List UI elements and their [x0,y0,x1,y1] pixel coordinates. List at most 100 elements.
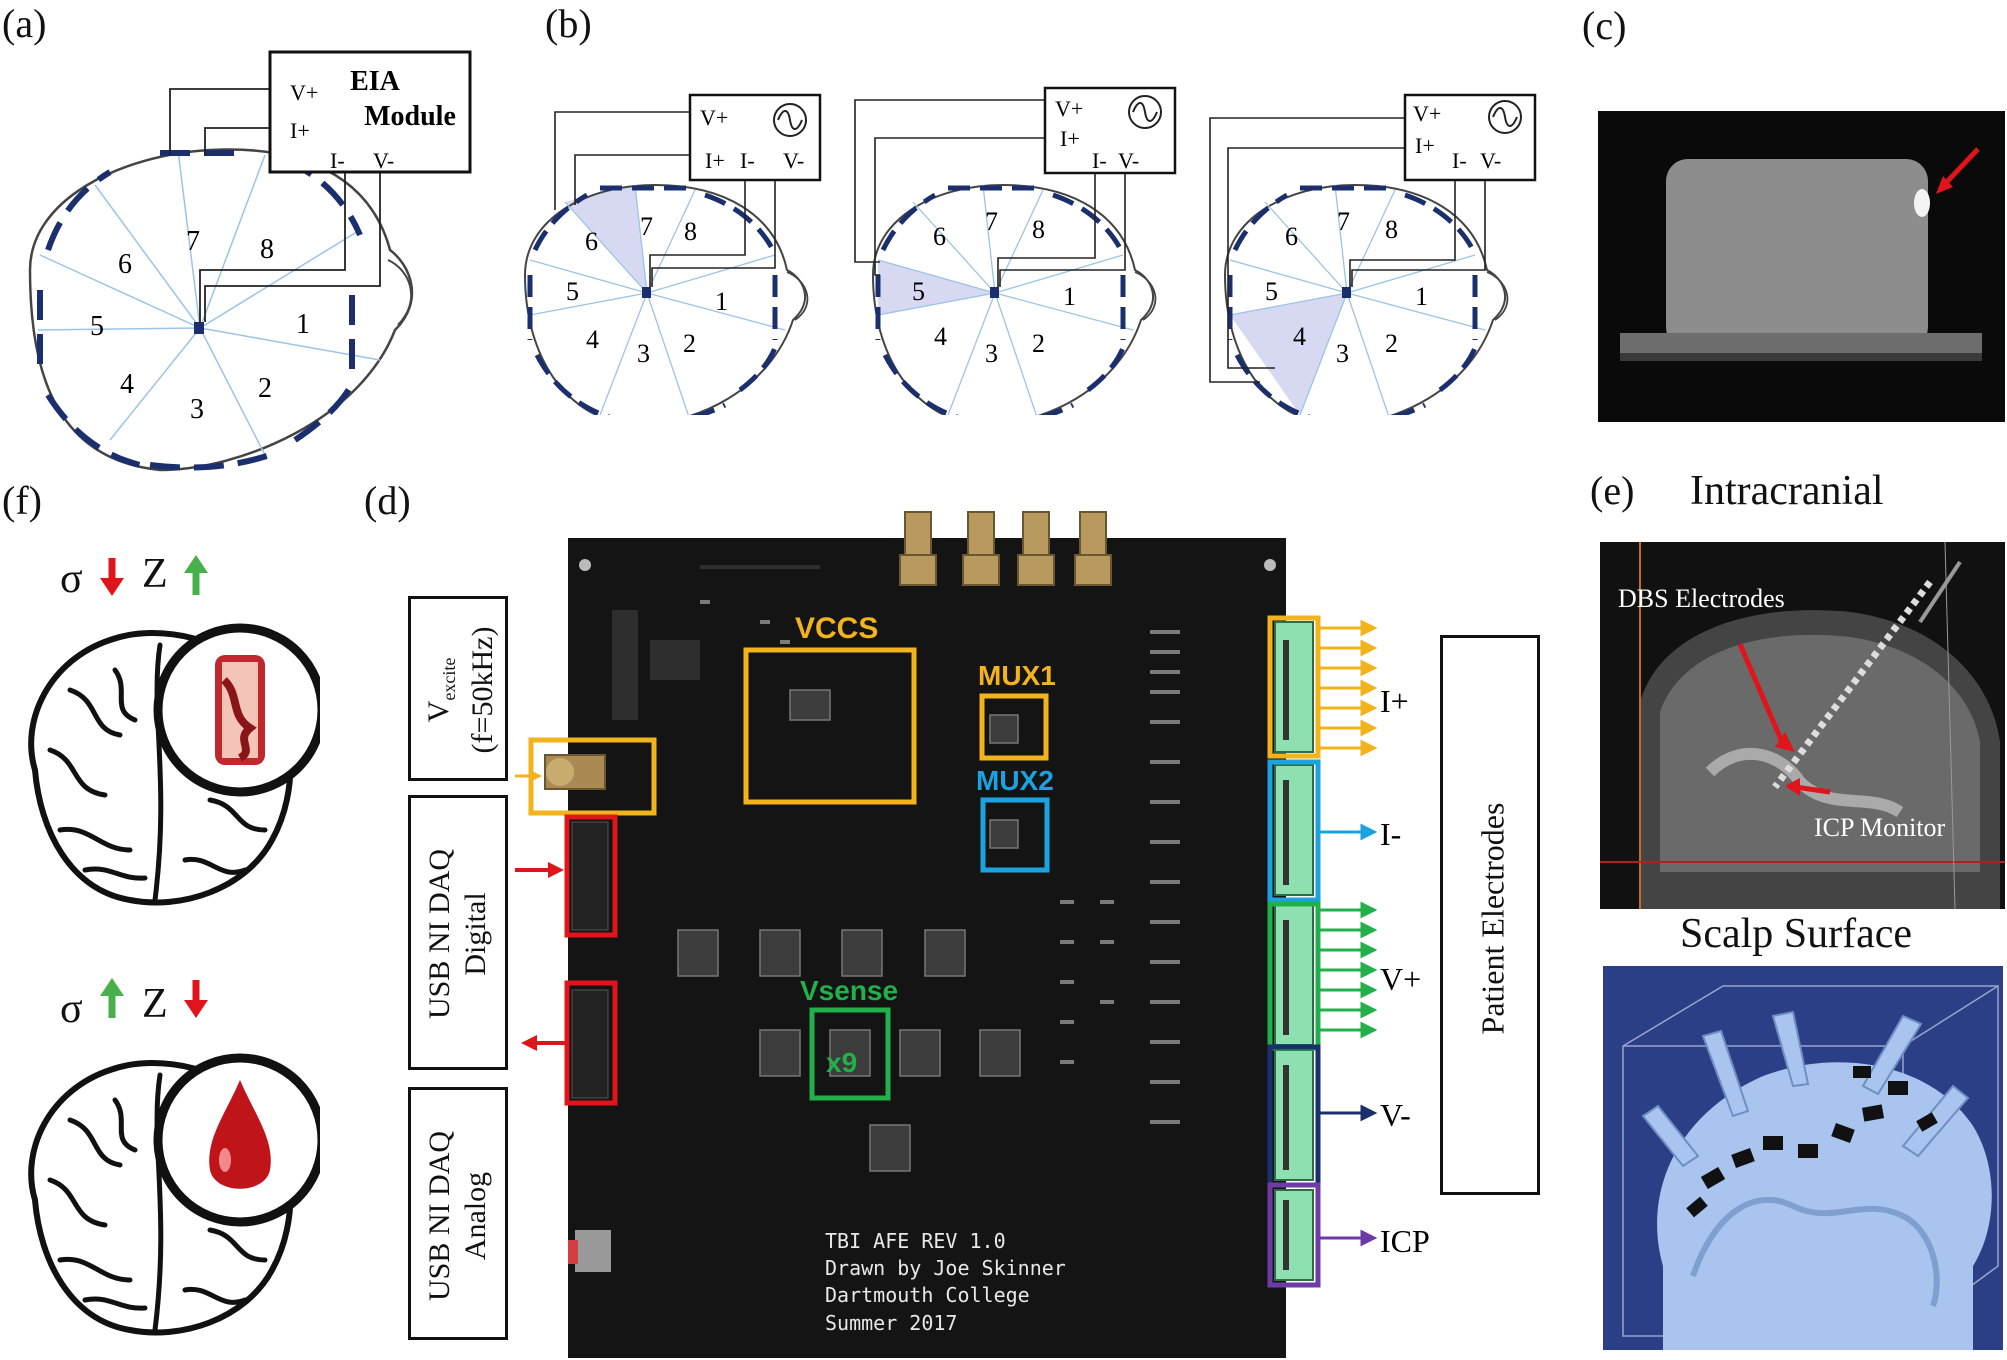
panel-label-f: (f) [2,478,42,523]
sector-6: 6 [118,249,132,280]
svg-text:3: 3 [1336,339,1349,368]
sector-7: 7 [186,226,200,257]
sector-5: 5 [90,311,104,342]
svg-text:2: 2 [1385,329,1398,358]
board-line-1: TBI AFE REV 1.0 [825,1229,1006,1253]
svg-text:1: 1 [1063,282,1076,311]
panel-label-c: (c) [1582,3,1627,48]
panel-label-e: (e) [1590,468,1635,513]
svg-text:V+: V+ [1413,101,1441,126]
eia-module-title-1: EIA [350,66,401,97]
svg-text:6: 6 [933,222,946,251]
b1-iminus: I- [740,148,755,173]
svg-text:V+: V+ [1055,96,1083,121]
svg-text:3: 3 [985,339,998,368]
sigma-symbol-top: σ [60,556,83,602]
eia-module-title-2: Module [364,101,456,132]
panel-a-vplus: V+ [290,80,318,105]
panel-a-iplus: I+ [290,118,310,143]
daq-digital-label-box: USB NI DAQ Digital [408,795,508,1070]
brain-clot-illustration [28,623,320,906]
svg-text:8: 8 [1032,215,1045,244]
svg-text:8: 8 [1385,215,1398,244]
svg-text:6: 6 [1285,222,1298,251]
patient-electrodes-box: Patient Electrodes [1440,635,1540,1195]
panel-b-head-diagrams: V+ I+ I- V- 1 2 3 4 5 6 7 8 V+ I+ I- V- … [520,86,1537,415]
output-i-minus: I- [1380,816,1401,852]
panel-label-d: (d) [364,478,411,523]
svg-text:5: 5 [1265,277,1278,306]
mux1-label: MUX1 [978,660,1056,691]
vexcite-label-box: Vexcite (f=50kHz) [408,596,508,781]
dbs-electrodes-label: DBS Electrodes [1618,584,1785,613]
sigma-up-arrow-icon [100,978,124,1018]
panel-f-top-indicators: σ [60,555,83,603]
z-down-arrow-icon [184,980,208,1018]
svg-text:4: 4 [586,325,599,354]
z-symbol-top: Z [142,551,168,597]
z-up-arrow-icon [184,555,208,595]
intracranial-ct-image: DBS Electrodes ICP Monitor [1600,542,2005,909]
svg-text:5: 5 [566,277,579,306]
icp-monitor-label: ICP Monitor [1814,813,1946,842]
b1-vplus: V+ [700,105,728,130]
sector-2: 2 [258,373,272,404]
svg-text:6: 6 [585,227,598,256]
vccs-label: VCCS [795,612,878,645]
panel-a-head-diagram: V+ I+ I- V- EIA Module 1 2 3 4 5 6 7 8 [28,50,472,472]
svg-text:8: 8 [684,217,697,246]
intracranial-title: Intracranial [1690,468,1884,514]
svg-text:7: 7 [985,207,998,236]
panel-label-b: (b) [545,1,592,46]
panel-label-a: (a) [2,1,47,46]
svg-text:I+: I+ [1060,126,1080,151]
vexcite-main: V [422,700,455,723]
board-line-3: Dartmouth College [825,1283,1030,1307]
vsense-label: Vsense [800,975,898,1006]
svg-text:4: 4 [1293,322,1306,351]
sector-1: 1 [296,309,310,340]
svg-text:I-: I- [1092,148,1107,173]
output-v-plus: V+ [1380,961,1421,997]
daq-analog-line1: USB NI DAQ [423,1131,456,1302]
daq-digital-line1: USB NI DAQ [423,849,456,1020]
panel-a-vminus: V- [373,148,394,173]
svg-text:5: 5 [912,277,925,306]
patient-electrodes-label: Patient Electrodes [1474,802,1511,1035]
output-icp: ICP [1380,1223,1430,1259]
brain-blood-illustration [28,1053,320,1336]
scalp-surface-title: Scalp Surface [1680,911,1913,957]
panel-f-bottom-indicators: σ [60,985,83,1033]
z-symbol-bottom: Z [142,981,168,1027]
panel-a-iminus: I- [330,148,345,173]
mux2-label: MUX2 [976,765,1054,796]
vexcite-sub: excite [439,657,459,701]
svg-text:4: 4 [934,322,947,351]
sector-3: 3 [190,394,204,425]
panel-c-ct-image [1598,111,2005,422]
x9-label: x9 [826,1047,857,1078]
svg-text:2: 2 [683,329,696,358]
svg-text:1: 1 [1415,282,1428,311]
board-line-2: Drawn by Joe Skinner [825,1256,1066,1280]
sector-8: 8 [260,234,274,265]
board-line-4: Summer 2017 [825,1311,957,1335]
vexcite-freq: (f=50kHz) [466,626,499,754]
daq-digital-line2: Digital [459,892,492,976]
scalp-surface-render [1603,966,2003,1350]
svg-text:V-: V- [1118,148,1139,173]
sigma-symbol-bottom: σ [60,986,83,1032]
daq-analog-line2: Analog [459,1171,492,1261]
sector-4: 4 [120,369,134,400]
svg-text:7: 7 [1337,207,1350,236]
svg-text:1: 1 [715,287,728,316]
svg-text:7: 7 [640,212,653,241]
b1-vminus: V- [783,148,804,173]
svg-text:V-: V- [1480,148,1501,173]
b1-iplus: I+ [705,148,725,173]
output-i-plus: I+ [1380,683,1409,719]
svg-text:I-: I- [1452,148,1467,173]
svg-text:3: 3 [637,339,650,368]
pcb-board: VCCS MUX1 MUX2 Vsense x9 TBI AFE REV 1.0… [515,511,1430,1358]
svg-text:I+: I+ [1415,133,1435,158]
